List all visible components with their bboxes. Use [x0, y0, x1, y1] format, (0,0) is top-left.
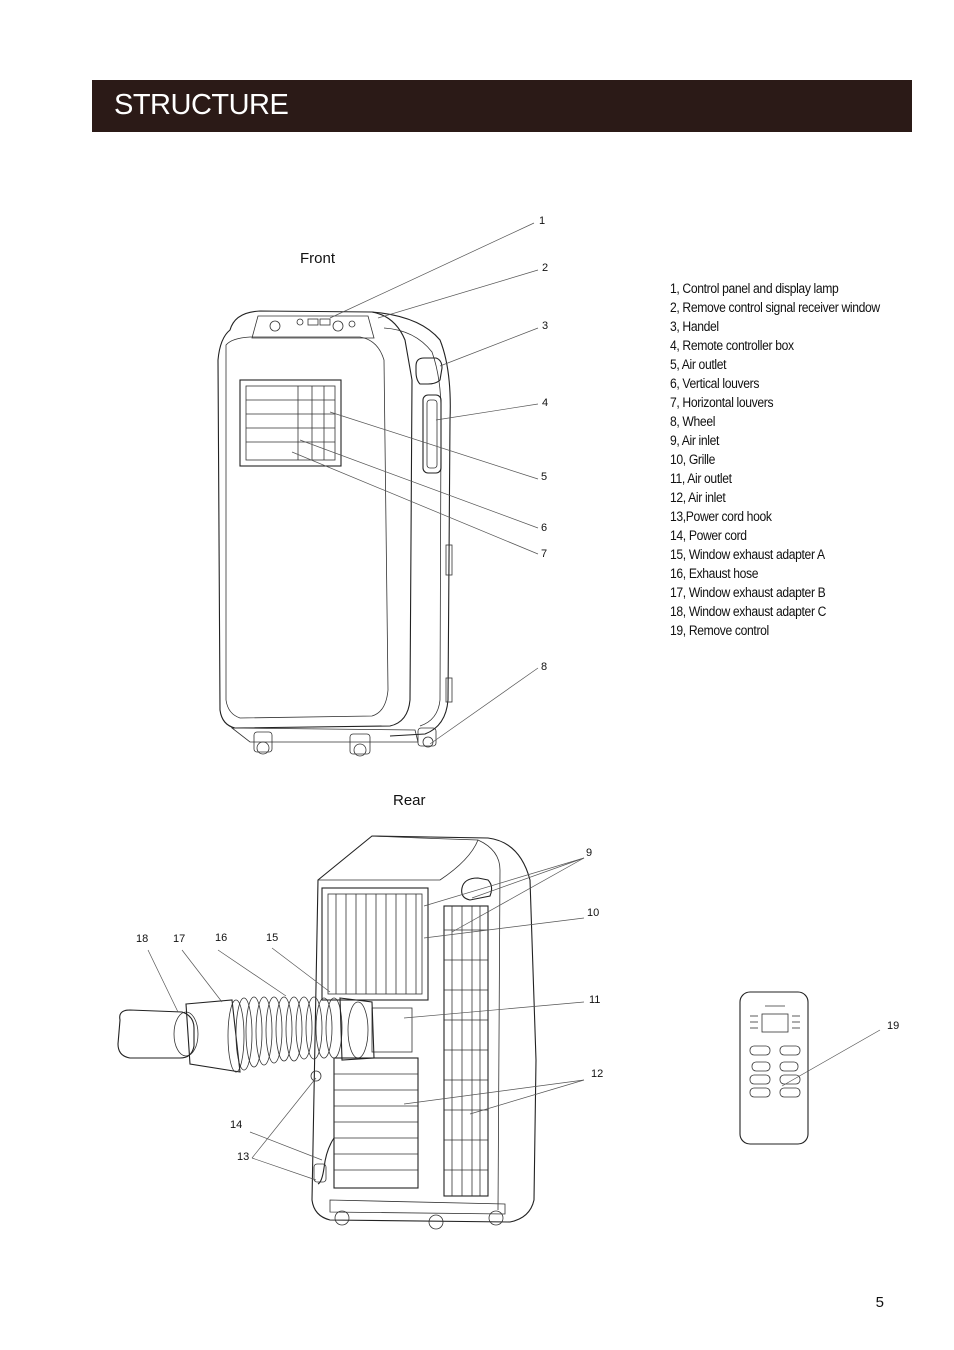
callout-19: 19: [887, 1020, 900, 1032]
legend-item: 11, Air outlet: [670, 471, 732, 486]
legend-item: 13,Power cord hook: [670, 509, 772, 524]
callout-18: 18: [136, 933, 149, 945]
callout-2: 2: [542, 262, 549, 274]
legend-item: 4, Remote controller box: [670, 338, 794, 353]
legend-item: 5, Air outlet: [670, 357, 727, 372]
legend-item: 16, Exhaust hose: [670, 566, 759, 581]
callout-6: 6: [541, 522, 548, 534]
remote-control-drawing: [739, 991, 809, 1145]
callout-5: 5: [541, 471, 548, 483]
callout-14: 14: [230, 1119, 243, 1131]
rear-unit-drawing: [310, 835, 537, 1230]
legend-item: 10, Grille: [670, 452, 716, 467]
legend-item: 17, Window exhaust adapter B: [670, 585, 826, 600]
callout-11: 11: [589, 994, 601, 1006]
callout-10: 10: [587, 907, 600, 919]
legend-item: 8, Wheel: [670, 414, 716, 429]
legend-item: 18, Window exhaust adapter C: [670, 604, 827, 619]
parts-legend: 1, Control panel and display lamp 2, Rem…: [670, 279, 910, 640]
callout-15: 15: [266, 932, 279, 944]
legend-item: 6, Vertical louvers: [670, 376, 760, 391]
callout-8: 8: [541, 661, 548, 673]
rear-label: Rear: [393, 792, 426, 809]
legend-item: 12, Air inlet: [670, 490, 726, 505]
legend-item: 3, Handel: [670, 319, 719, 334]
legend-item: 15, Window exhaust adapter A: [670, 547, 825, 562]
callout-3: 3: [542, 320, 549, 332]
callout-12: 12: [591, 1068, 604, 1080]
header-bar: STRUCTURE: [92, 80, 912, 132]
legend-item: 14, Power cord: [670, 528, 747, 543]
callout-16: 16: [215, 932, 228, 944]
page-title: STRUCTURE: [114, 89, 289, 121]
legend-item: 1, Control panel and display lamp: [670, 281, 839, 296]
callout-9: 9: [586, 847, 593, 859]
page-number: 5: [875, 1294, 884, 1311]
legend-item: 19, Remove control: [670, 623, 769, 638]
front-label: Front: [300, 250, 336, 267]
callout-17: 17: [173, 933, 186, 945]
legend-item: 7, Horizontal louvers: [670, 395, 774, 410]
front-unit-drawing: [217, 310, 453, 757]
callout-13: 13: [237, 1151, 250, 1163]
callout-1: 1: [539, 215, 546, 227]
callout-4: 4: [542, 397, 549, 409]
legend-item: 2, Remove control signal receiver window: [670, 300, 880, 315]
legend-item: 9, Air inlet: [670, 433, 720, 448]
exhaust-hose-drawing: [117, 996, 375, 1073]
callout-7: 7: [541, 548, 548, 560]
